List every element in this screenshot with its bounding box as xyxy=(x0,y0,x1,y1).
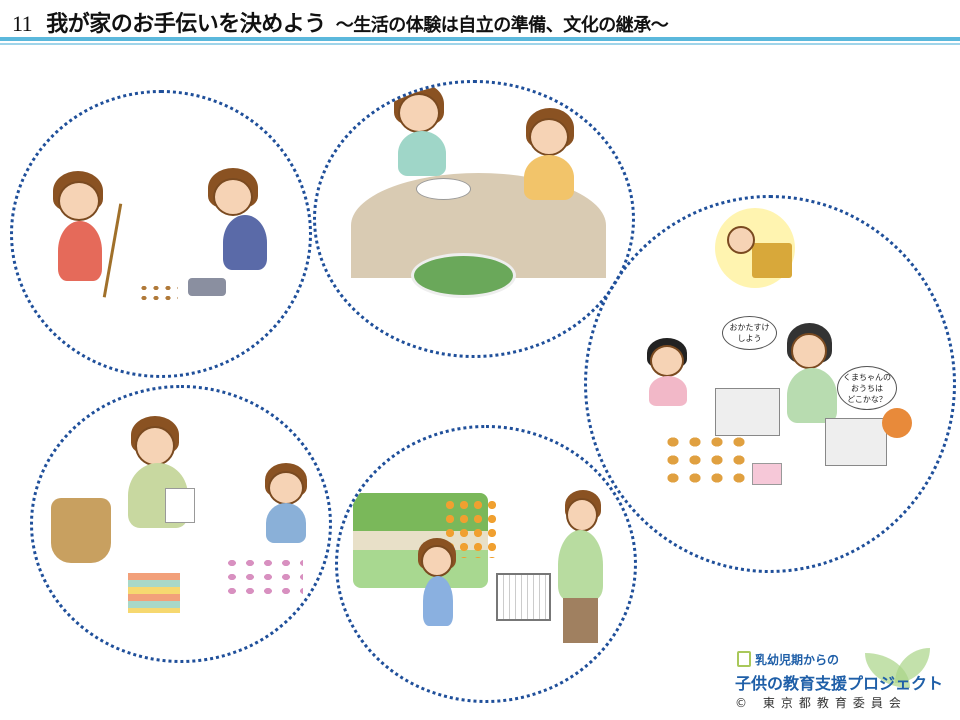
scene-shopping xyxy=(335,425,637,703)
father-head xyxy=(135,426,175,466)
girl-body xyxy=(649,376,687,406)
boy-body xyxy=(223,215,267,270)
boy-head xyxy=(213,178,253,216)
logo-line1: 乳幼児期からの xyxy=(755,653,840,667)
girl-body xyxy=(58,221,102,281)
scene-table-setting xyxy=(313,80,635,358)
shopping-cart xyxy=(496,573,551,621)
boy-head xyxy=(421,545,453,577)
boy-body xyxy=(524,155,574,200)
boy-body xyxy=(423,576,453,626)
logo-copyright: © 東京都教育委員会 xyxy=(735,696,907,710)
laundry-basket xyxy=(51,498,111,563)
girl-head xyxy=(398,93,440,133)
logo-line2: 子供の教育支援プロジェクト xyxy=(735,674,944,693)
salad-plate xyxy=(411,253,516,298)
father-body xyxy=(558,530,603,600)
scene-tidying-toys: おかたすけ しよう くまちゃんの おうちは どこかな？ xyxy=(584,195,956,573)
mother-body xyxy=(787,368,837,423)
speech-bubble-child: おかたすけ しよう xyxy=(722,316,777,350)
page-title: 11 我が家のお手伝いを決めよう ～生活の体験は自立の準備、文化の継承～ xyxy=(12,6,669,38)
boy-body xyxy=(266,503,306,543)
broom xyxy=(102,203,123,298)
speech-bubble-mother: くまちゃんの おうちは どこかな？ xyxy=(837,366,897,410)
ball xyxy=(882,408,912,438)
leaves xyxy=(138,283,178,303)
subtitle-text: ～生活の体験は自立の準備、文化の継承～ xyxy=(335,15,669,36)
toy-box xyxy=(715,388,780,436)
girl-head xyxy=(58,181,100,221)
girl-head xyxy=(650,345,684,377)
scene-sweeping xyxy=(10,90,312,378)
mother-head xyxy=(791,333,827,369)
girl-body xyxy=(398,131,446,176)
plate xyxy=(416,178,471,200)
stroller-icon xyxy=(737,651,751,667)
toy-box-carried xyxy=(752,243,792,278)
slide-number: 11 xyxy=(12,11,33,36)
scene-folding-laundry xyxy=(30,385,332,663)
header-divider xyxy=(0,37,960,41)
blocks xyxy=(662,433,752,483)
title-text: 我が家のお手伝いを決めよう xyxy=(46,12,326,37)
folded-clothes xyxy=(128,573,180,613)
boy-head xyxy=(727,226,755,254)
shirt xyxy=(165,488,195,523)
boy-head xyxy=(529,118,569,156)
dustpan xyxy=(188,278,226,296)
father-head xyxy=(566,498,598,532)
project-logo: 乳幼児期からの 子供の教育支援プロジェクト © 東京都教育委員会 xyxy=(735,648,955,716)
header-divider-thin xyxy=(0,43,960,45)
father-legs xyxy=(563,598,598,643)
toy-box-2 xyxy=(825,418,887,466)
book xyxy=(752,463,782,485)
boy-head xyxy=(268,471,304,505)
socks xyxy=(223,556,303,594)
